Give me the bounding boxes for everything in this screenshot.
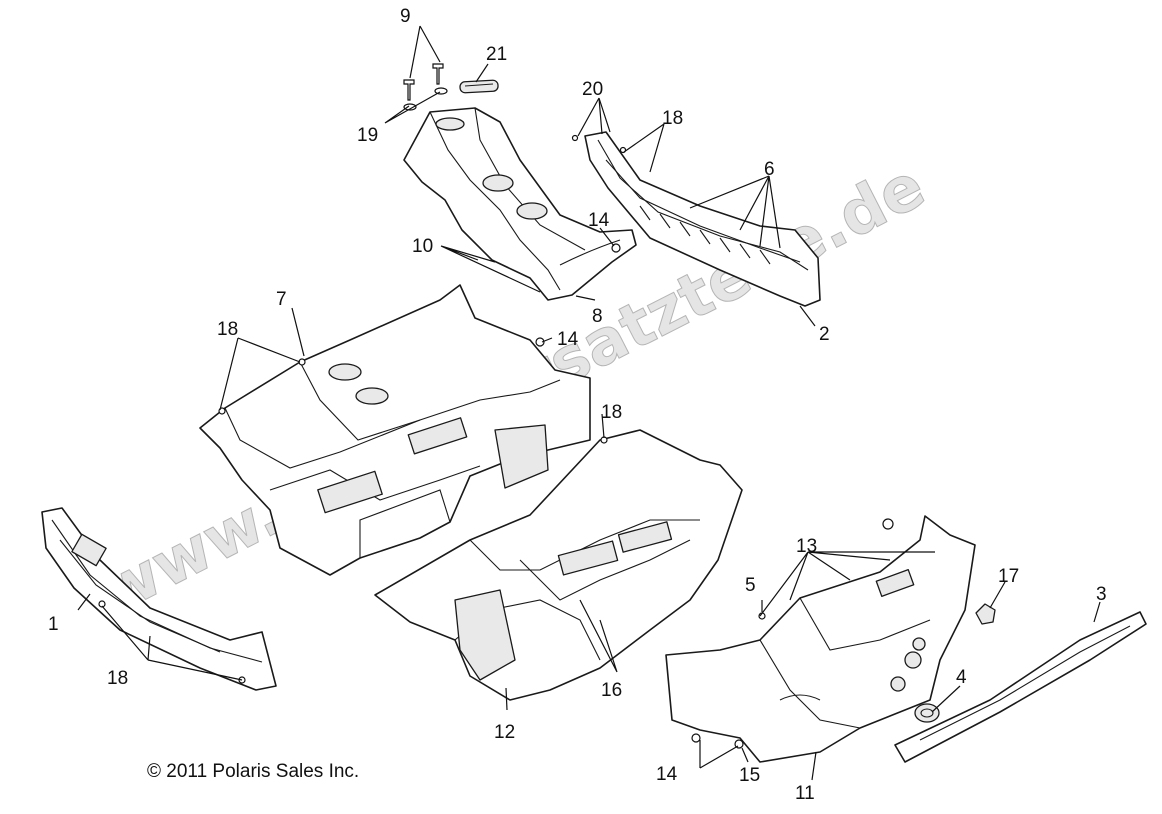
part-12-rear-floor: [374, 429, 743, 701]
callout-18c: 18: [601, 402, 622, 423]
callout-17: 17: [998, 566, 1019, 587]
leader-lines: [77, 25, 1101, 781]
part-1-side-rail: [41, 507, 277, 691]
callout-13: 13: [796, 536, 817, 557]
part-2-side-rail: [584, 131, 821, 307]
callout-14b: 14: [557, 329, 579, 350]
callout-14a: 14: [588, 210, 610, 231]
callout-14c: 14: [656, 764, 678, 785]
callout-15: 15: [739, 765, 760, 786]
callout-4: 4: [956, 667, 967, 688]
callout-5: 5: [745, 575, 756, 596]
callout-1: 1: [48, 614, 59, 635]
callout-labels: 9 21 19 20 18 6 14 10 8 2 7 14 18 18 1 1…: [48, 6, 1107, 804]
part-9-bolts: [403, 63, 444, 101]
callout-18b: 18: [217, 319, 238, 340]
part-8-center-console: [403, 107, 637, 301]
callout-8: 8: [592, 306, 603, 327]
part-21-pad: [459, 79, 499, 94]
callout-18d: 18: [107, 668, 128, 689]
callout-9: 9: [400, 6, 411, 27]
part-3-strip: [894, 611, 1147, 763]
part-7-front-floor: [199, 284, 591, 576]
callout-3: 3: [1096, 584, 1107, 605]
part-11-rear-panel: [665, 515, 976, 763]
part-19-washers: [403, 87, 448, 111]
callout-7: 7: [276, 289, 287, 310]
callout-10: 10: [412, 236, 433, 257]
callout-18a: 18: [662, 108, 683, 129]
callout-12: 12: [494, 722, 515, 743]
copyright-notice: © 2011 Polaris Sales Inc.: [147, 761, 360, 782]
callout-16: 16: [601, 680, 622, 701]
callout-2: 2: [819, 324, 830, 345]
callout-6: 6: [764, 159, 775, 180]
callout-11: 11: [795, 783, 815, 804]
callout-21: 21: [486, 44, 507, 65]
callout-20: 20: [582, 79, 603, 100]
part-17-plug: [975, 603, 996, 625]
callout-19: 19: [357, 125, 378, 146]
part-4-grommet: [914, 703, 940, 723]
